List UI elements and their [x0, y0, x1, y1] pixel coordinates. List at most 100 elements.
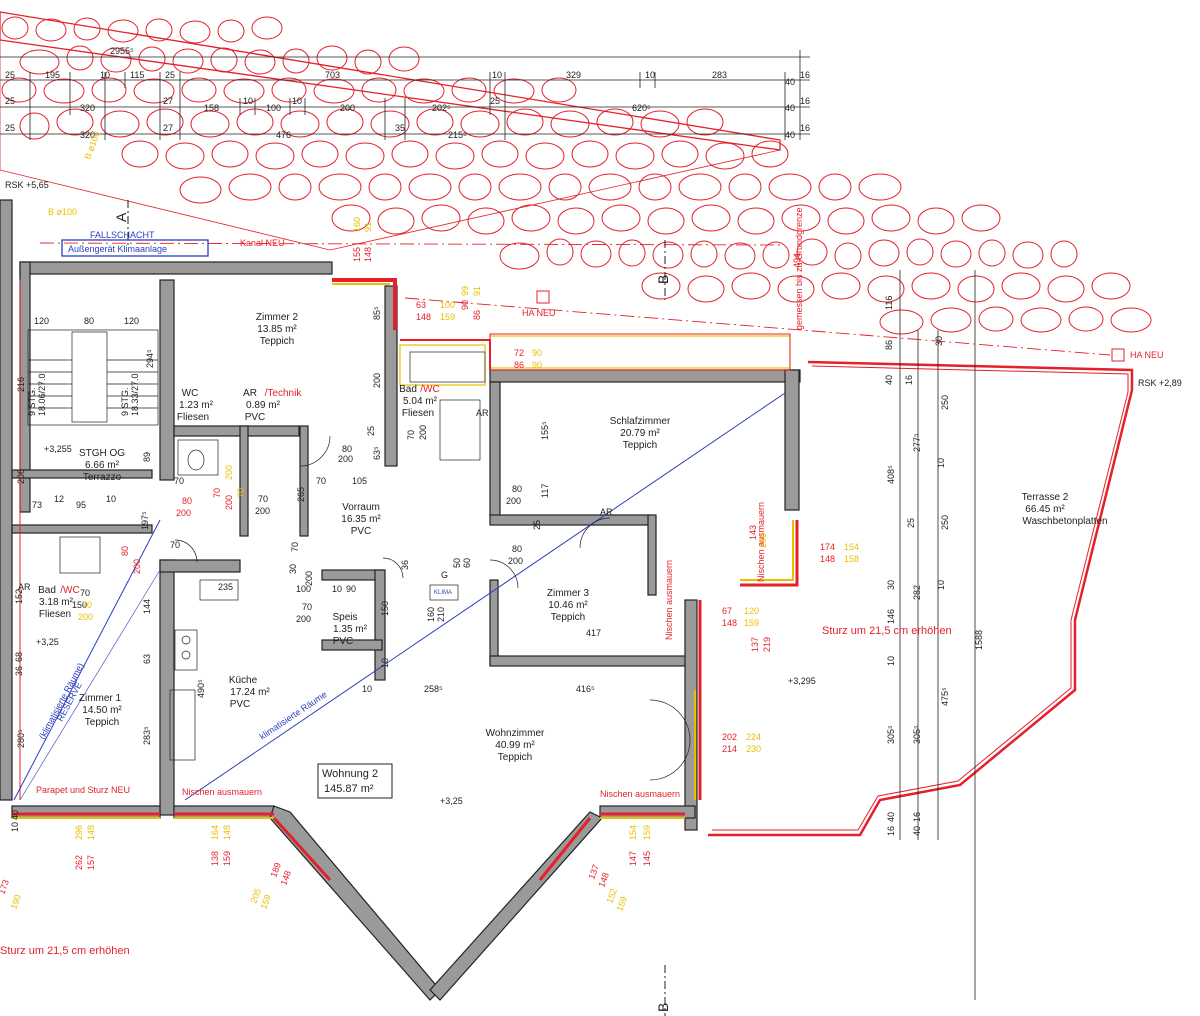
stone — [181, 77, 217, 103]
opening-yellow: 164 — [210, 825, 220, 840]
ha-box-2 — [1111, 348, 1125, 362]
opening-yellow: 159 — [642, 825, 652, 840]
wall-speis-right — [374, 569, 386, 681]
stone — [506, 108, 544, 136]
dim-inner: 200 — [506, 496, 521, 506]
stone — [661, 140, 699, 168]
stone — [458, 173, 492, 201]
room-bad-top-floor: Fliesen — [402, 408, 434, 419]
dim-inner: 73 — [32, 500, 42, 510]
note-g: G — [441, 570, 448, 580]
dim-r3: 10 — [243, 96, 253, 106]
note-stair-3: 9 STG. — [120, 387, 130, 416]
note-section-a: A — [113, 212, 129, 222]
room-zimmer3-area: 10.46 m² — [548, 600, 588, 611]
dim-r3: 320 — [80, 103, 95, 113]
room-terrasse-area: 66.45 m² — [1025, 504, 1065, 515]
red-openings: 155 148 63 148 90 86 72 86 174 148 67 14… — [0, 247, 835, 896]
stone — [751, 140, 789, 168]
stone — [498, 173, 542, 201]
dim-inner: 10 — [332, 584, 342, 594]
opening-red: 148 — [722, 618, 737, 628]
opening-red: 202 — [722, 732, 737, 742]
stone — [647, 207, 685, 235]
stone — [326, 108, 364, 136]
room-schlafzimmer-area: 20.79 m² — [620, 428, 660, 439]
stone — [1, 77, 37, 103]
opening-red: 147 — [628, 851, 638, 866]
dim-r3: 40 — [785, 103, 795, 113]
opening-red: 159 — [222, 851, 232, 866]
dim-r4: 320 — [80, 130, 95, 140]
wohnung-box — [317, 763, 393, 799]
stone — [43, 78, 85, 104]
dim-inner: 68 — [14, 652, 24, 662]
room-bad-top-area: 5.04 m² — [403, 396, 438, 407]
stone — [615, 142, 655, 170]
dim-r2: 10 — [645, 70, 655, 80]
dim-r4: 16 — [800, 123, 810, 133]
dim-right: 40 — [886, 812, 896, 822]
note-klima: KLIMA — [434, 590, 452, 596]
opening-yellow: 100 — [440, 300, 455, 310]
opening-red: 80 — [182, 496, 192, 506]
note-nischen-2: Nischen ausmauern — [600, 789, 680, 799]
dim-inner: 25 — [366, 426, 376, 436]
opening-red: 63 — [416, 300, 426, 310]
new-walls — [12, 278, 799, 882]
room-wohnzimmer-area: 40.99 m² — [495, 740, 535, 751]
opening-red: 189 — [268, 861, 283, 879]
stone — [165, 142, 205, 170]
dim-right: 16 — [904, 375, 914, 385]
note-grundgrenze: gemessen bis zu Grundgrenze — [794, 207, 804, 330]
opening-yellow: 159 — [614, 895, 629, 913]
dim-inner: 200 — [418, 425, 428, 440]
room-kueche-name: Küche — [229, 675, 258, 686]
dim-inner: 150 — [380, 601, 390, 616]
room-kueche-area: 17.24 m² — [230, 687, 270, 698]
stone — [451, 77, 487, 103]
room-ar-area: 0.89 m² — [246, 400, 281, 411]
dim-right: 10 — [886, 656, 896, 666]
right-dimension-lines — [899, 270, 976, 1000]
stone — [768, 173, 812, 201]
room-terrasse-name: Terrasse 2 — [1022, 492, 1069, 503]
dim-inner: 70 — [170, 540, 180, 550]
door-arcs — [174, 435, 691, 781]
wall-schlaf-right — [784, 369, 800, 511]
dim-right: 250 — [940, 515, 950, 530]
dim-inner: 155⁵ — [540, 421, 550, 440]
stone — [416, 108, 454, 136]
dim-top-total: 2955⁵ — [110, 46, 134, 56]
dim-r4: 25 — [5, 123, 15, 133]
room-speis-area: 1.35 m² — [333, 624, 368, 635]
dim-r2: 329 — [566, 70, 581, 80]
klimaanlage-box — [61, 239, 209, 257]
opening-yellow: 200 — [78, 612, 93, 622]
opening-yellow: 154 — [844, 542, 859, 552]
opening-red: 148 — [820, 554, 835, 564]
opening-yellow: 158 — [844, 554, 859, 564]
stone — [271, 77, 307, 103]
opening-yellow: 91 — [363, 222, 373, 232]
dim-inner: 200 — [304, 571, 314, 586]
dim-right: 16 — [912, 812, 922, 822]
stone — [331, 204, 371, 232]
dim-inner: 25 — [532, 520, 542, 530]
opening-red: 72 — [514, 348, 524, 358]
dim-inner: 70 — [80, 588, 90, 598]
dim-right: 25 — [906, 518, 916, 528]
dim-inner: 120 — [34, 316, 49, 326]
stone — [705, 142, 745, 170]
opening-red: 174 — [820, 542, 835, 552]
stone — [408, 173, 452, 201]
dim-inner: 60 — [462, 558, 472, 568]
opening-red: 200 — [176, 508, 191, 518]
stone — [19, 112, 50, 140]
note-ha-neu-1: HA NEU — [522, 308, 556, 318]
room-speis-name: Speis — [332, 612, 357, 623]
stone — [957, 275, 995, 303]
stone — [91, 77, 127, 103]
stone — [678, 173, 722, 201]
dim-right: 305⁵ — [912, 725, 922, 744]
